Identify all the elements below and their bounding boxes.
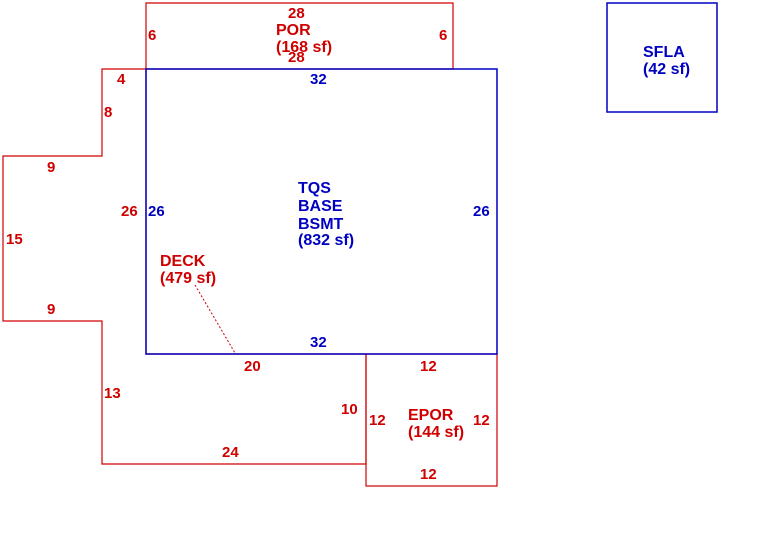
tqs-name-label-2: BASE: [298, 198, 343, 215]
epor-area-label: (144 sf): [408, 424, 464, 441]
tqs-name-label-3: BSMT: [298, 216, 344, 233]
dim-deck-4: 4: [117, 71, 126, 88]
sfla-area-label: (42 sf): [643, 61, 690, 78]
tqs-area-label: (832 sf): [298, 232, 354, 249]
dim-tqs-bottom: 32: [310, 334, 327, 351]
dim-deck-8: 8: [104, 104, 112, 121]
deck-name-label: DECK: [160, 253, 206, 270]
dim-epor-left: 12: [369, 412, 386, 429]
dim-epor-top: 12: [420, 358, 437, 375]
tqs-name-label-1: TQS: [298, 180, 331, 197]
dim-epor-right: 12: [473, 412, 490, 429]
dim-deck-10: 10: [341, 401, 358, 418]
dim-por-right: 6: [439, 27, 447, 44]
dim-deck-9-lower: 9: [47, 301, 55, 318]
dim-por-bottom: 28: [288, 49, 305, 66]
dim-tqs-left: 26: [148, 203, 165, 220]
dim-deck-15: 15: [6, 231, 23, 248]
dim-deck-9-upper: 9: [47, 159, 55, 176]
sfla-outline: [606, 2, 718, 113]
deck-leader-line: [194, 284, 236, 354]
dim-por-left: 6: [148, 27, 156, 44]
dim-deck-24: 24: [222, 444, 239, 461]
por-area-label: (168 sf): [276, 39, 332, 56]
dim-deck-13: 13: [104, 385, 121, 402]
dim-epor-bottom: 12: [420, 466, 437, 483]
deck-area-label: (479 sf): [160, 270, 216, 287]
dim-tqs-right: 26: [473, 203, 490, 220]
dim-tqs-top: 32: [310, 71, 327, 88]
dim-deck-20: 20: [244, 358, 261, 375]
dim-deck-26: 26: [121, 203, 138, 220]
epor-name-label: EPOR: [408, 407, 454, 424]
por-name-label: POR: [276, 22, 311, 39]
dim-por-top: 28: [288, 5, 305, 22]
sfla-name-label: SFLA: [643, 44, 685, 61]
tqs-outline: [145, 68, 498, 355]
